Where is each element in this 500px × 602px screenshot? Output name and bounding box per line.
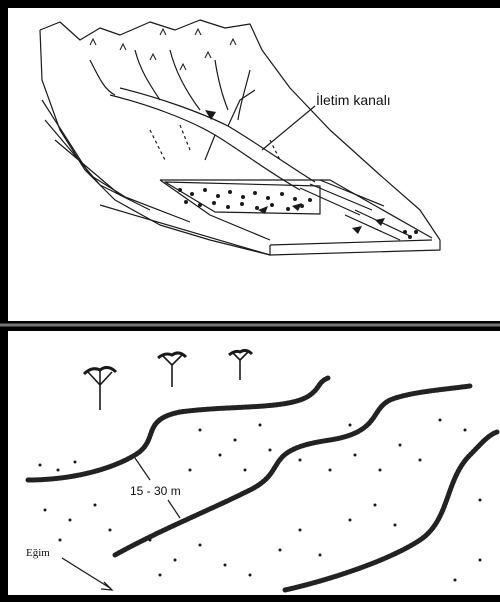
tree-icon [229,350,252,380]
slope-direction-label: Eğim [26,547,50,559]
spacing-distance-label: 15 - 30 m [130,484,181,498]
conveyance-channel-label: İletim kanalı [316,92,391,108]
top-panel-hillslope-diagram: İletim kanalı [8,8,500,321]
tree-icon [84,367,116,410]
bottom-panel-stone-lines: 15 - 30 m Eğim [8,331,500,595]
tree-icon [158,353,186,387]
contour-stone-lines-drawing [8,331,500,595]
hillslope-block-diagram [8,8,500,321]
